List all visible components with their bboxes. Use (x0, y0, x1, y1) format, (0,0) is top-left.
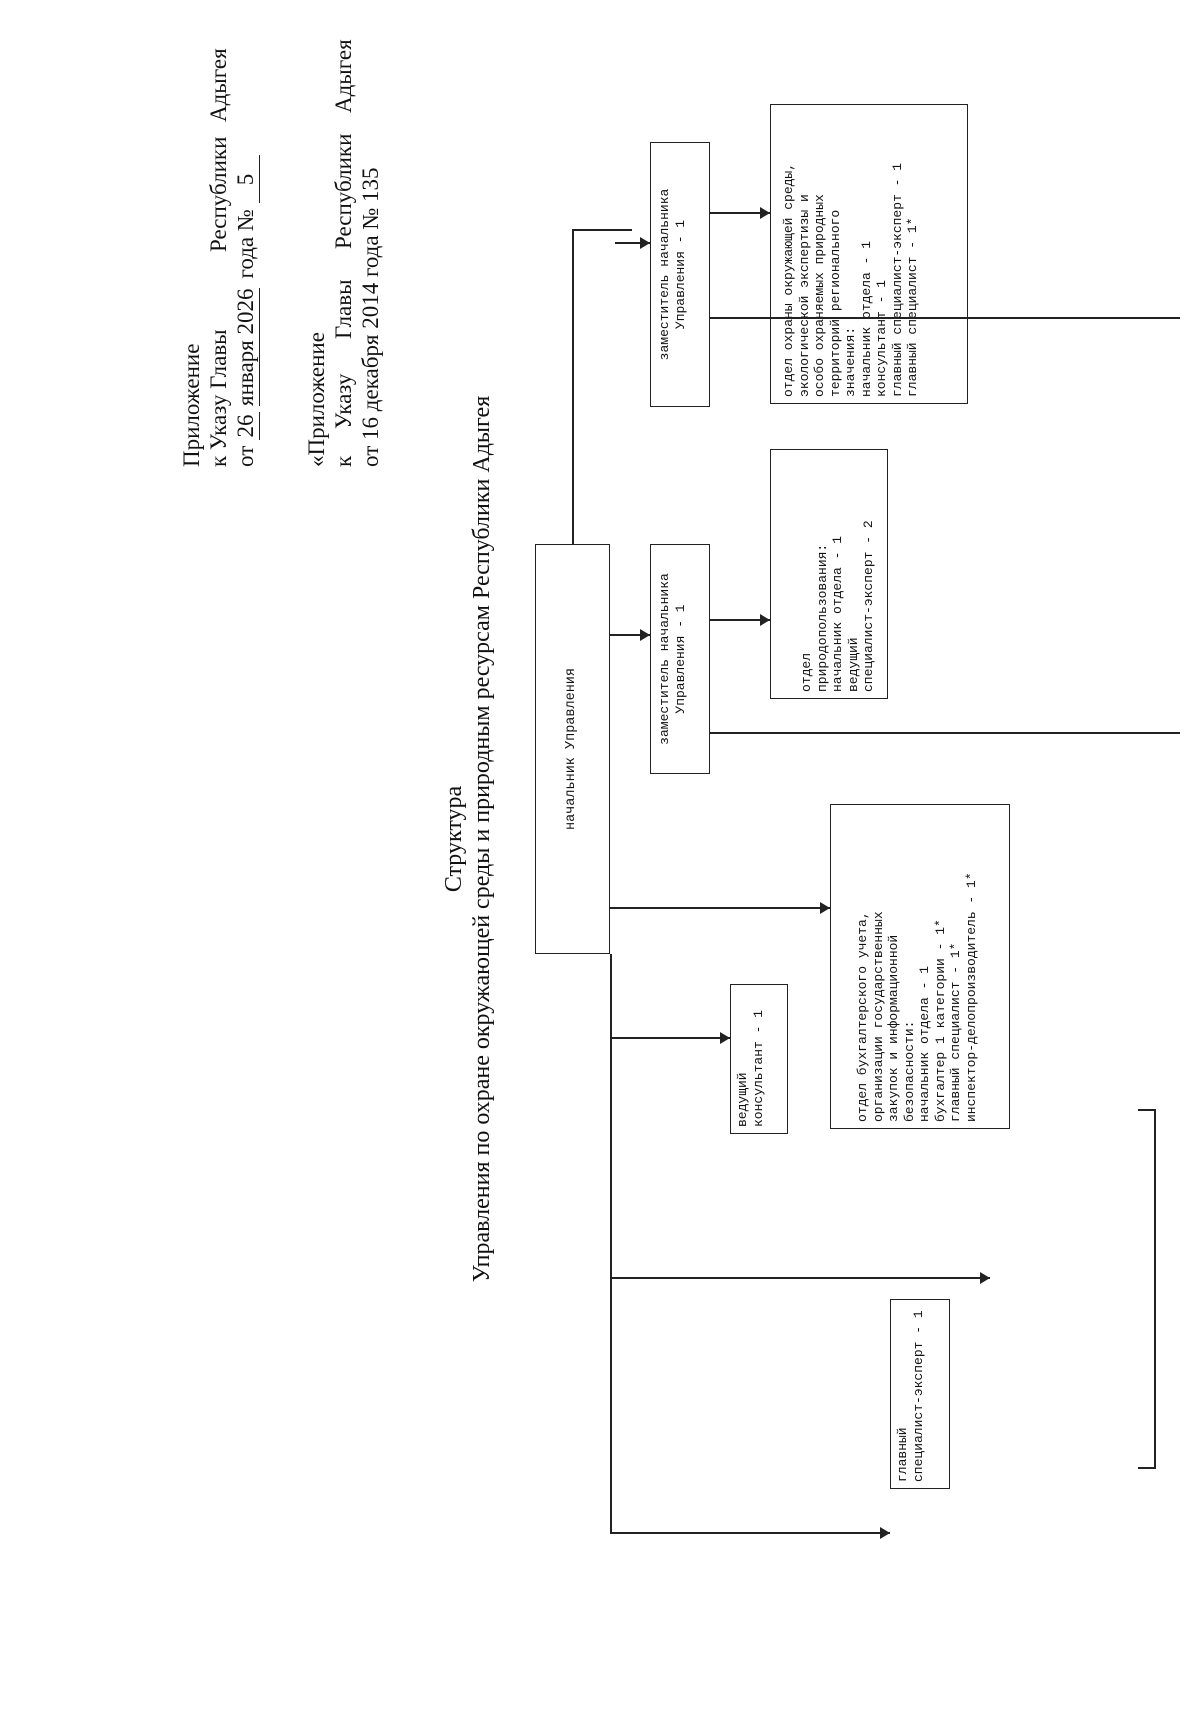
deputy2-box: заместитель начальника Управления - 1 (650, 142, 710, 407)
head-box: начальник Управления (535, 544, 610, 954)
deputy2-horizontal-extension (710, 317, 1180, 319)
dept-accounting-box: отдел бухгалтерского учета, организации … (830, 804, 1010, 1129)
appendix-new-line3: от 26 января 2026 года № 5 (232, 37, 260, 467)
dept-nature-line: ведущий (845, 637, 861, 692)
dept-nature-line: отдел (799, 652, 814, 692)
dept-env-line: экологической экспертизы и (796, 194, 812, 397)
appendix-new-republic-text: Республики (206, 136, 231, 252)
dept-env-line: территорий регионального (827, 209, 843, 397)
dept-accounting-line: закупок и информационной (886, 934, 901, 1122)
appendix-old-glavy: Главы (331, 279, 356, 339)
arrowhead-icon (880, 1527, 890, 1539)
head-to-accounting-line (610, 907, 830, 909)
appendix-old-ukazu: Указу (331, 373, 356, 429)
dept-env-line: главный специалист-эксперт - 1 (889, 162, 905, 397)
structure-title-line1: Структура (441, 785, 467, 893)
appendix-old-line2: к Указу Главы Республики Адыгея (330, 27, 357, 467)
appendix-old-adygea: Адыгея (331, 39, 356, 113)
appendix-new-block: Приложение к Указу Главы Республики Адыг… (178, 37, 260, 467)
dept-nature-box: отдел природопользования: начальник отде… (770, 449, 888, 699)
chief-specialist-line: главный (895, 1427, 910, 1482)
dept-nature-line: специалист-эксперт - 2 (861, 520, 876, 692)
appendix-old-line3: от 16 декабря 2014 года № 135 (358, 167, 383, 467)
dept-env-line: главный специалист - 1* (905, 217, 920, 397)
dept-accounting-line: организации государственных (870, 911, 886, 1122)
arrowhead-icon (640, 629, 650, 641)
dept-accounting-line: главный специалист - 1* (948, 942, 963, 1122)
appendix-old-block: «Приложение к Указу Главы Республики Ады… (303, 27, 384, 467)
arrowhead-icon (760, 207, 770, 219)
dept-accounting-line: инспектор-делопроизводитель - 1* (963, 872, 979, 1122)
appendix-new-month: января 2026 (232, 288, 260, 407)
dept-nature-line: природопользования: (814, 543, 830, 692)
appendix-new-line2: к Указу Главы Республики Адыгея (205, 37, 232, 467)
appendix-new-number: 5 (232, 155, 260, 204)
dept-env-line: отдел охраны окружающей среды, (781, 162, 796, 397)
dept-accounting-line: начальник отдела - 1 (917, 965, 932, 1122)
arrowhead-icon (720, 1032, 730, 1044)
deputy2-line1: заместитель начальника (657, 188, 672, 361)
appendix-new-title: Приложение (179, 343, 204, 467)
trunk-vertical-connector (572, 229, 632, 231)
dept-env-line: консультант - 1 (874, 279, 889, 397)
dept-accounting-line: отдел бухгалтерского учета, (855, 911, 870, 1122)
deputy1-line1: заместитель начальника (657, 573, 672, 745)
left-trunk-horizontal (610, 954, 612, 1534)
appendix-new-year-no: года № (233, 209, 258, 279)
appendix-old-republic: Республики (331, 133, 356, 249)
head-box-label: начальник Управления (564, 667, 579, 831)
appendix-new-day: 26 (232, 412, 260, 440)
bracket-bottom (1138, 1109, 1156, 1111)
structure-title: Структура Управления по охране окружающе… (440, 339, 496, 1339)
appendix-new-adygea-text: Адыгея (206, 48, 231, 122)
deputy2-line2: Управления - 1 (672, 219, 688, 330)
head-to-deputy2-connector (572, 229, 574, 544)
to-chief-specialist-line (610, 1532, 890, 1534)
dept-env-line: особо охраняемых природных (812, 194, 827, 397)
dept-accounting-line: бухгалтер 1 категории - 1* (932, 919, 948, 1122)
appendix-old-title: «Приложение (304, 332, 329, 467)
dept-env-box: отдел охраны окружающей среды, экологиче… (770, 104, 968, 404)
lead-consultant-box: ведущий консультант - 1 (730, 984, 788, 1134)
lead-consultant-line: ведущий (735, 1072, 750, 1127)
appendix-new-decree-text: к Указу Главы (206, 329, 231, 467)
arrowhead-icon (820, 902, 830, 914)
chief-specialist-line: специалист-эксперт - 1 (910, 1310, 926, 1482)
bracket-left (1154, 1109, 1156, 1469)
dept-env-line: начальник отдела - 1 (859, 111, 875, 397)
chief-specialist-box: главный специалист-эксперт - 1 (890, 1299, 950, 1489)
deputy1-horizontal-extension (710, 732, 1180, 734)
appendix-new-from: от (233, 445, 258, 467)
arrowhead-icon (980, 1272, 990, 1284)
dept-env-line: значения: (843, 326, 858, 397)
arrowhead-icon (640, 237, 650, 249)
appendix-old-k: к (331, 455, 356, 467)
deputy1-box: заместитель начальника Управления - 1 (650, 544, 710, 774)
lead-consultant-line: консультант - 1 (750, 1009, 766, 1127)
to-bracket-line (610, 1277, 990, 1279)
structure-title-line2: Управления по охране окружающей среды и … (469, 395, 495, 1283)
arrowhead-icon (760, 614, 770, 626)
dept-accounting-line: безопасности: (901, 1020, 917, 1122)
to-lead-consultant-line (610, 1037, 730, 1039)
dept-nature-line: начальник отдела - 1 (830, 535, 845, 692)
deputy1-line2: Управления - 1 (672, 604, 688, 714)
